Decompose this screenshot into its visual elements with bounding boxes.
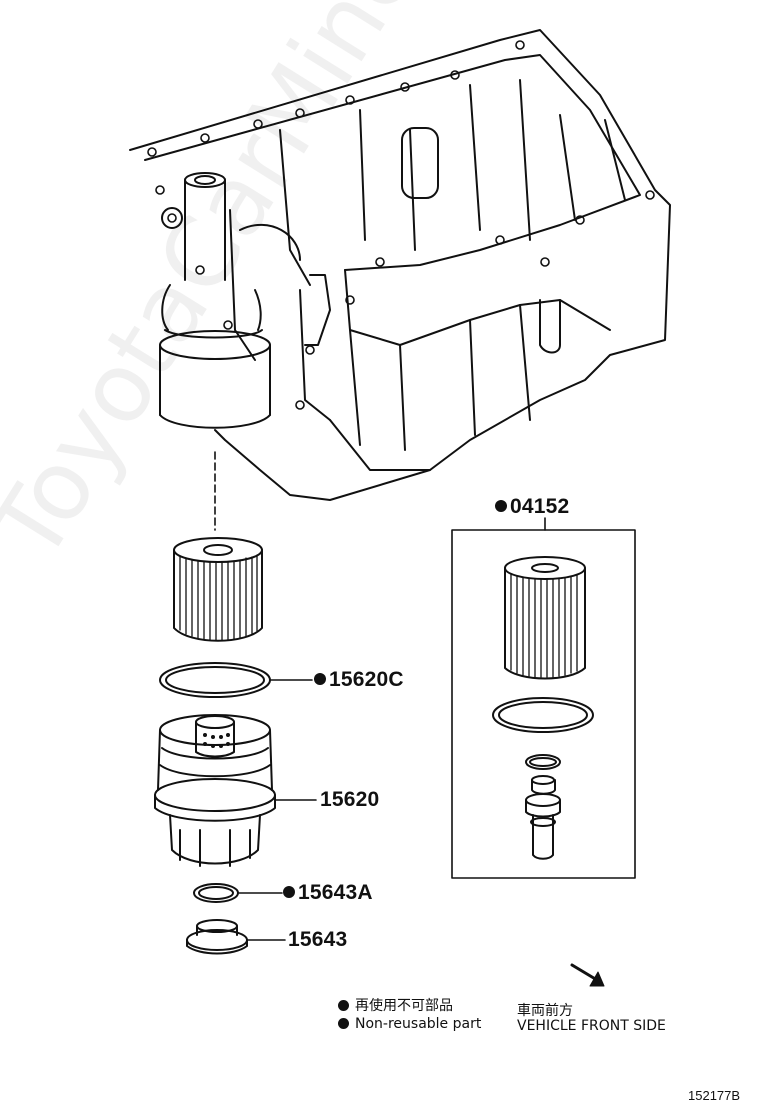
drain-plug-15643-illustration: [186, 919, 286, 955]
direction-en: VEHICLE FRONT SIDE: [517, 1018, 666, 1034]
oil-filter-element-illustration: [173, 537, 263, 642]
direction-jp: 車両前方: [517, 1003, 573, 1019]
o-ring-15620c-illustration: [159, 662, 313, 698]
kit-filter-element-illustration: [504, 556, 586, 680]
part-label-04152[interactable]: 04152: [495, 495, 569, 519]
gasket-15643a-illustration: [193, 883, 283, 903]
non-reusable-dot-icon: [314, 673, 326, 685]
non-reusable-dot-icon: [338, 1018, 349, 1029]
filter-cap-15620-illustration: [154, 714, 317, 867]
kit-small-o-ring-illustration: [525, 754, 561, 770]
part-label-15620c[interactable]: 15620C: [314, 668, 404, 692]
front-arrow-icon: [570, 963, 605, 987]
kit-o-ring-illustration: [492, 697, 594, 733]
kit-drain-pipe-illustration: [525, 775, 561, 860]
non-reusable-dot-icon: [495, 500, 507, 512]
part-label-15620[interactable]: 15620: [320, 788, 380, 811]
part-label-15643[interactable]: 15643: [288, 928, 348, 951]
legend-en: Non-reusable part: [338, 1016, 481, 1032]
part-label-15643a[interactable]: 15643A: [283, 881, 373, 905]
non-reusable-dot-icon: [283, 886, 295, 898]
non-reusable-dot-icon: [338, 1000, 349, 1011]
legend-jp: 再使用不可部品: [338, 995, 453, 1015]
diagram-code: 152177B: [688, 1088, 741, 1103]
kit-04152-frame: [451, 529, 636, 879]
engine-block-illustration: [129, 29, 671, 501]
